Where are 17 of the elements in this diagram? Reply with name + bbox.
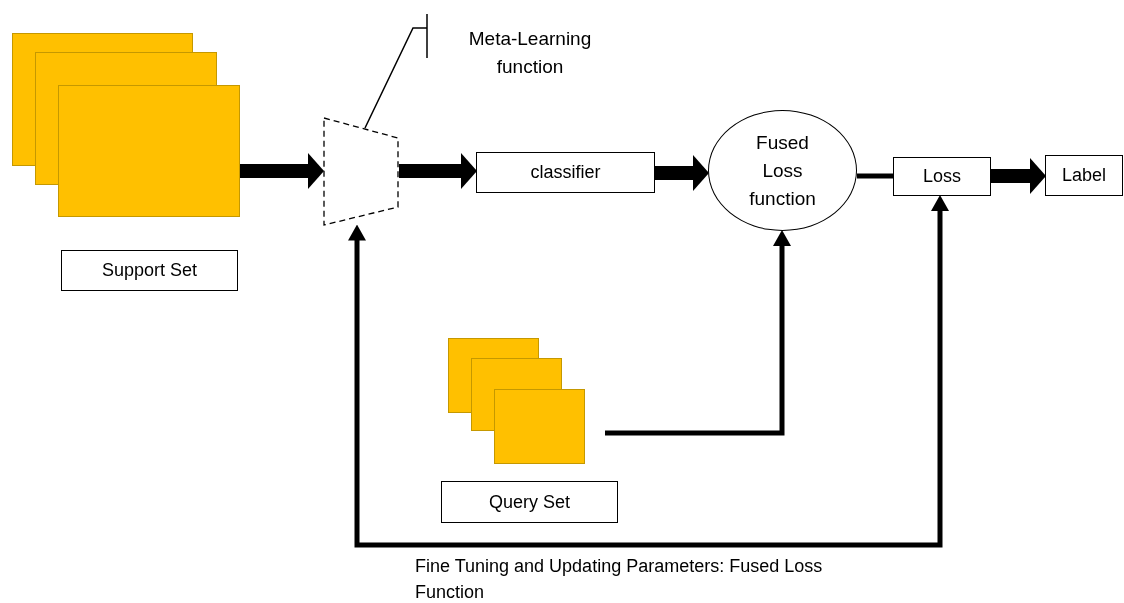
block-arrow: [399, 153, 477, 189]
leader-line: [364, 13, 428, 129]
card-stack-drawing: [12, 33, 240, 217]
connector-arrow: [605, 230, 791, 436]
block-arrow: [240, 153, 324, 189]
trapezoid-shape: [323, 117, 399, 226]
connector-arrow: [348, 195, 949, 548]
process-box: Loss: [893, 157, 991, 196]
block-arrow: [655, 155, 709, 191]
card-stack-drawing: [448, 338, 585, 464]
annotation-text: Meta-Learning function: [427, 14, 605, 81]
process-box: Query Set: [441, 481, 618, 523]
process-box: Label: [1045, 155, 1123, 196]
process-box: Support Set: [61, 250, 238, 291]
process-box: classifier: [476, 152, 655, 193]
ellipse-node: Fused Loss function: [708, 110, 857, 231]
block-arrow: [991, 158, 1046, 194]
